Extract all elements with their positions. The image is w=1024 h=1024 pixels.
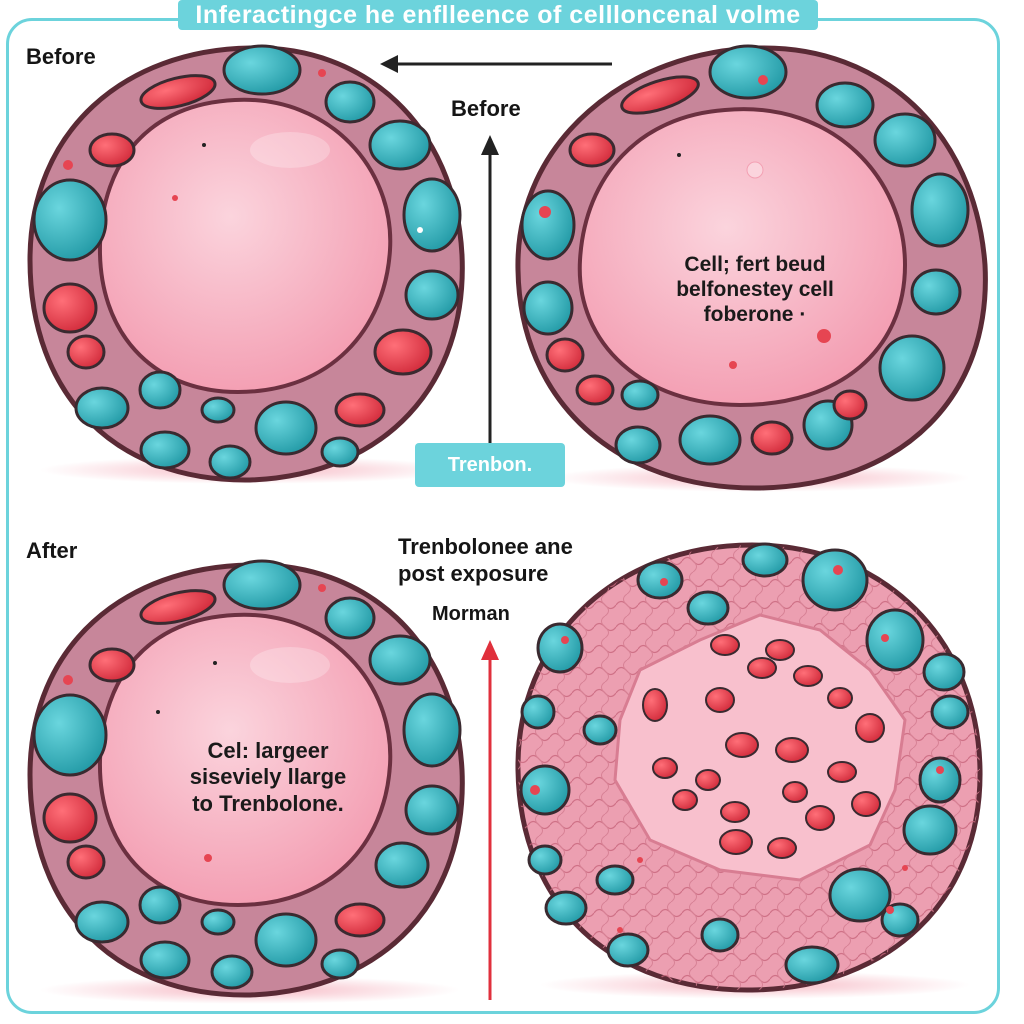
label-after-left: After [26, 538, 78, 563]
label-post-line1: Trenbolonee ane [398, 534, 573, 559]
cell-text-top-right: Cell; fert beud belfonestey cell foberon… [635, 252, 875, 328]
cell-text-line: belfonestey cell [676, 278, 834, 302]
arrow-up-black [481, 135, 499, 445]
cell-text-line: siseviely llarge [189, 764, 347, 790]
trenbolone-label-box: Trenbon. [415, 443, 565, 487]
cell-after-left [27, 559, 465, 1004]
organelle-group [32, 44, 462, 480]
label-before-left: Before [26, 44, 96, 69]
cell-before-left [27, 44, 465, 484]
diagram-title: Inferactingce he enflleence of celllonce… [178, 0, 818, 30]
organelle-group [519, 542, 970, 985]
organelle-group [32, 559, 462, 990]
arrow-left-top [380, 55, 612, 73]
label-before-center: Before [451, 96, 521, 121]
cell-text-line: Cel: largeer [207, 738, 329, 763]
cell-text-line: foberone · [703, 303, 807, 327]
organelle-group [520, 44, 970, 466]
cell-before-right [515, 44, 988, 492]
cell-text-line: to Trenbolone. [192, 790, 344, 816]
cell-after-right [515, 542, 983, 999]
cell-text-bottom-left: Cel: largeer siseviely llarge to Trenbol… [148, 738, 388, 817]
label-post-line2: post exposure [398, 561, 549, 586]
cell-text-line: Cell; fert beud [684, 253, 826, 276]
arrow-up-red [481, 640, 499, 1000]
label-morman: Morman [432, 603, 510, 625]
